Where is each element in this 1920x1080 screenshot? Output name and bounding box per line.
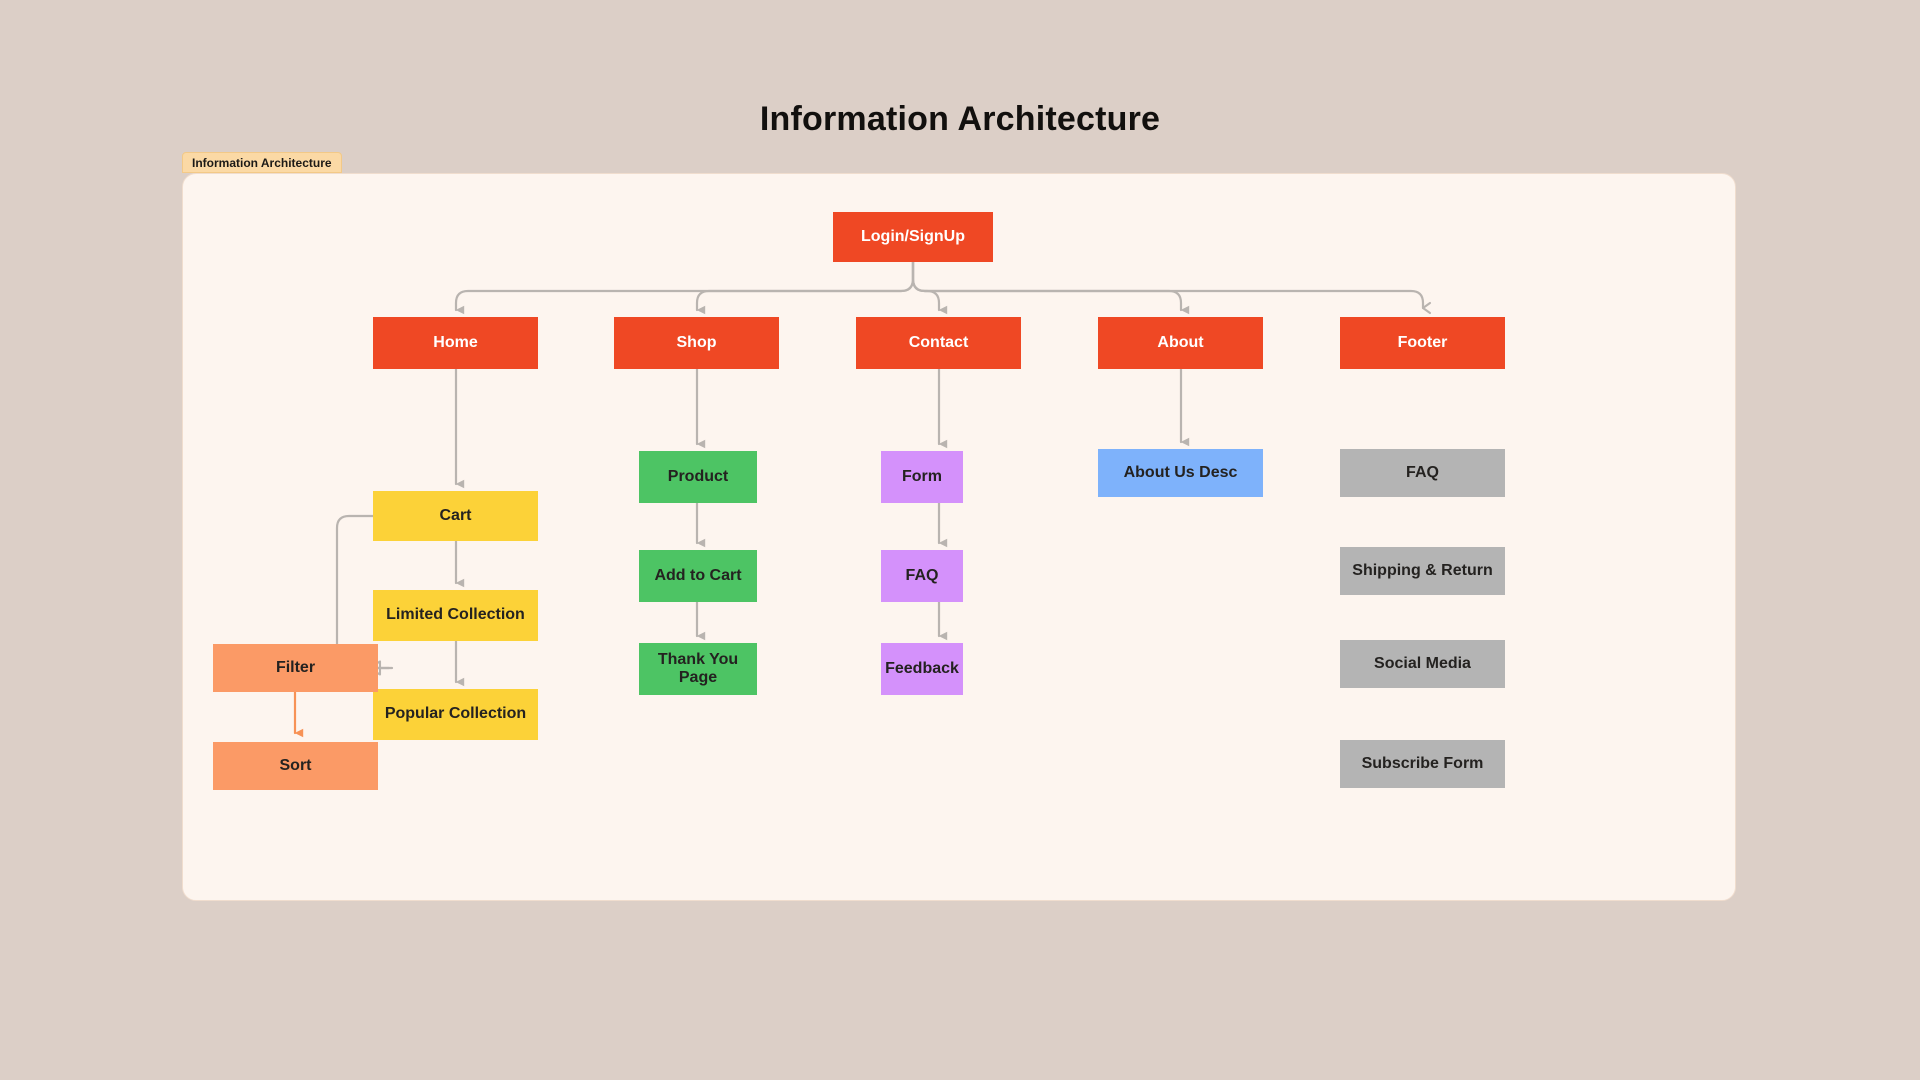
node-login-signup[interactable]: Login/SignUp xyxy=(833,212,993,262)
node-shipping-return[interactable]: Shipping & Return xyxy=(1340,547,1505,595)
node-about[interactable]: About xyxy=(1098,317,1263,369)
node-filter[interactable]: Filter xyxy=(213,644,378,692)
edge-login-to-about xyxy=(911,260,1190,315)
node-popular-collection[interactable]: Popular Collection xyxy=(373,689,538,740)
edge-login-to-home xyxy=(454,260,915,315)
node-add-to-cart[interactable]: Add to Cart xyxy=(639,550,757,602)
node-subscribe-form[interactable]: Subscribe Form xyxy=(1340,740,1505,788)
node-product[interactable]: Product xyxy=(639,451,757,503)
edge-login-to-shop xyxy=(695,260,915,315)
node-faq-footer[interactable]: FAQ xyxy=(1340,449,1505,497)
node-faq-contact[interactable]: FAQ xyxy=(881,550,963,602)
node-cart[interactable]: Cart xyxy=(373,491,538,541)
node-feedback[interactable]: Feedback xyxy=(881,643,963,695)
node-home[interactable]: Home xyxy=(373,317,538,369)
node-form[interactable]: Form xyxy=(881,451,963,503)
page-title: Information Architecture xyxy=(759,100,1161,138)
diagram-canvas[interactable]: Login/SignUp Home Shop Contact About Foo… xyxy=(182,173,1736,901)
node-contact[interactable]: Contact xyxy=(856,317,1021,369)
edge-login-to-footer xyxy=(911,260,1432,315)
node-thank-you-page[interactable]: Thank You Page xyxy=(639,643,757,695)
node-shop[interactable]: Shop xyxy=(614,317,779,369)
edge-group-root xyxy=(454,260,1432,315)
canvas-tag-label[interactable]: Information Architecture xyxy=(182,152,342,173)
node-social-media[interactable]: Social Media xyxy=(1340,640,1505,688)
node-limited-collection[interactable]: Limited Collection xyxy=(373,590,538,641)
node-about-us-desc[interactable]: About Us Desc xyxy=(1098,449,1263,497)
node-footer[interactable]: Footer xyxy=(1340,317,1505,369)
edge-login-to-contact xyxy=(911,260,948,315)
node-sort[interactable]: Sort xyxy=(213,742,378,790)
